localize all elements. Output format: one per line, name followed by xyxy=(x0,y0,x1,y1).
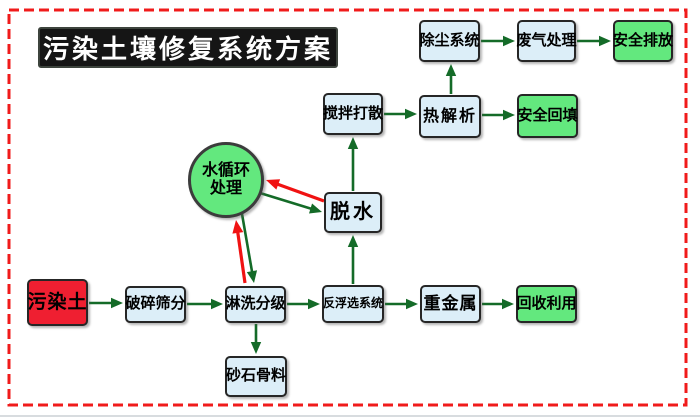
page-edge-line xyxy=(0,415,700,417)
node-polluted-soil: 污染土 xyxy=(27,279,88,326)
arrowhead xyxy=(599,35,611,47)
node-label: 水循环 xyxy=(201,162,250,180)
edge-mixing-dispersing-to-thermal-desorption xyxy=(384,108,417,120)
node-crushing-screening: 破碎筛分 xyxy=(125,286,186,323)
node-safe-discharge: 安全排放 xyxy=(613,20,673,62)
edge-washing-grading-to-sand-gravel-aggregate xyxy=(250,324,262,354)
node-label: 热解析 xyxy=(422,107,477,125)
arrowhead xyxy=(445,64,457,76)
arrowhead xyxy=(503,109,515,121)
node-dewatering: 脱水 xyxy=(324,192,382,233)
node-recycling: 回收利用 xyxy=(516,285,577,323)
arrowhead xyxy=(309,203,322,214)
edge-dust-removal-to-waste-gas-treatment xyxy=(481,35,515,47)
node-label: 搅拌打散 xyxy=(323,104,384,122)
node-water-cycle-treatment: 水循环处理 xyxy=(188,142,264,218)
node-label: 处理 xyxy=(209,180,242,197)
node-safe-backfill: 安全回填 xyxy=(517,94,578,138)
edge-line xyxy=(240,213,254,274)
arrowhead xyxy=(405,108,417,120)
edge-line xyxy=(235,230,247,284)
node-thermal-desorption: 热解析 xyxy=(419,95,481,138)
edge-reverse-flotation-to-dewatering xyxy=(347,235,359,284)
arrowhead xyxy=(250,342,262,354)
node-sand-gravel-aggregate: 砂石骨料 xyxy=(225,356,287,397)
node-washing-grading: 淋洗分级 xyxy=(225,286,286,323)
arrowhead xyxy=(111,297,123,309)
edge-crushing-screening-to-washing-grading xyxy=(187,298,223,310)
node-dust-removal-system: 除尘系统 xyxy=(419,20,480,62)
arrowhead xyxy=(503,35,515,47)
arrowhead xyxy=(246,270,258,283)
edge-thermal-desorption-to-dust-removal xyxy=(445,64,457,94)
edge-dewatering-to-water-cycle xyxy=(266,179,325,203)
node-label: 废气处理 xyxy=(516,31,577,49)
arrowhead xyxy=(347,137,359,149)
edge-waste-gas-treatment-to-safe-discharge xyxy=(577,35,611,47)
edge-thermal-desorption-to-safe-backfill xyxy=(482,109,515,121)
node-label: 反浮选系统 xyxy=(323,296,384,311)
dashed-frame xyxy=(7,8,688,407)
node-label: 污染土 xyxy=(27,291,88,313)
node-mixing-dispersing: 搅拌打散 xyxy=(323,93,383,135)
edge-heavy-metal-to-recycling xyxy=(482,298,514,310)
edge-washing-grading-to-reverse-flotation xyxy=(287,298,320,310)
arrowhead xyxy=(502,298,514,310)
node-label: 破碎筛分 xyxy=(125,295,186,313)
edge-polluted-soil-to-crushing-screening xyxy=(89,297,123,309)
node-label: 脱水 xyxy=(330,201,376,224)
arrowhead xyxy=(347,235,359,247)
arrowhead xyxy=(266,179,281,190)
node-label: 安全回填 xyxy=(517,106,578,124)
node-label: 除尘系统 xyxy=(419,31,480,49)
node-label: 重金属 xyxy=(423,294,478,314)
arrowhead xyxy=(308,298,320,310)
edge-water-cycle-to-dewatering xyxy=(259,191,322,214)
arrowhead xyxy=(211,298,223,310)
edge-water-cycle-to-washing-grading xyxy=(240,213,258,283)
edge-reverse-flotation-to-heavy-metal xyxy=(385,298,418,310)
edge-line xyxy=(259,191,313,211)
node-label: 砂石骨料 xyxy=(226,367,287,385)
node-label: 淋洗分级 xyxy=(225,295,286,313)
edge-washing-grading-to-water-cycle xyxy=(232,220,247,284)
node-reverse-flotation-system: 反浮选系统 xyxy=(322,285,384,323)
edge-dewatering-to-mixing-dispersing xyxy=(347,137,359,191)
node-waste-gas-treatment: 废气处理 xyxy=(516,20,577,62)
arrowhead xyxy=(232,220,244,234)
arrowhead xyxy=(406,298,418,310)
node-heavy-metal: 重金属 xyxy=(420,285,481,323)
diagram-title: 污染土壤修复系统方案 xyxy=(38,27,338,68)
edge-line xyxy=(275,182,325,203)
node-label: 安全排放 xyxy=(613,31,674,49)
node-label: 回收利用 xyxy=(516,294,577,312)
